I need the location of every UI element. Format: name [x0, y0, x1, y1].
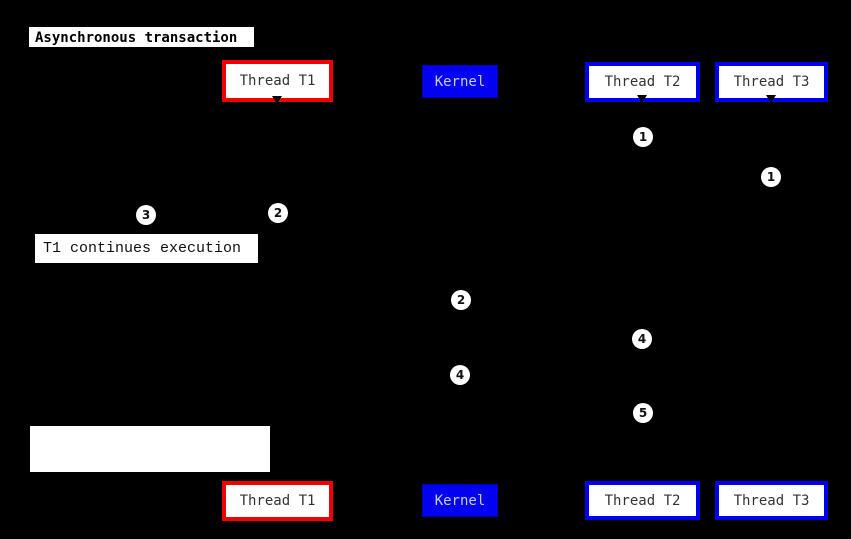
actor-top-kernel: Kernel [422, 65, 498, 98]
sequence-step-marker: 4 [632, 329, 652, 349]
actor-bottom-thread-t1: Thread T1 [222, 481, 333, 521]
lifeline-stub [637, 95, 647, 103]
lifeline-stub [272, 476, 282, 484]
actor-label: Thread T2 [604, 74, 681, 90]
note-empty-box [30, 426, 270, 472]
lifeline-stub [272, 96, 282, 104]
actor-bottom-thread-t2: Thread T2 [585, 481, 700, 520]
sequence-step-marker: 2 [451, 290, 471, 310]
note-t1-continues: T1 continues execution [35, 234, 258, 263]
actor-top-thread-t1: Thread T1 [222, 60, 333, 102]
actor-label: Thread T3 [733, 492, 810, 509]
sequence-step-marker: 1 [633, 127, 653, 147]
sequence-step-marker: 2 [268, 203, 288, 223]
sequence-step-marker: 4 [450, 365, 470, 385]
diagram-title: Asynchronous transaction [28, 26, 255, 48]
actor-label: Thread T2 [604, 492, 681, 509]
actor-label: Thread T1 [239, 493, 316, 509]
lifeline-stub [766, 95, 776, 103]
actor-label: Kernel [434, 492, 486, 509]
sequence-step-marker: 1 [761, 167, 781, 187]
actor-label: Thread T3 [733, 74, 810, 90]
actor-bottom-thread-t3: Thread T3 [715, 481, 828, 520]
sequence-step-marker: 3 [136, 205, 156, 225]
actor-label: Kernel [434, 73, 486, 90]
sequence-step-marker: 5 [633, 403, 653, 423]
actor-bottom-kernel: Kernel [422, 484, 498, 517]
lifeline-stub [637, 475, 647, 483]
lifeline-stub [766, 475, 776, 483]
actor-label: Thread T1 [239, 73, 316, 89]
